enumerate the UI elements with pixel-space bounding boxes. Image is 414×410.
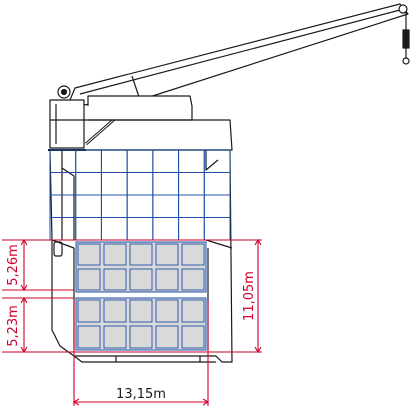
dim-arrow-width-right bbox=[202, 398, 210, 406]
deck-container-cell bbox=[152, 149, 180, 173]
deck-container-cell bbox=[126, 172, 154, 196]
hold-container-cell bbox=[77, 325, 101, 349]
dim-label-width: 13,15m bbox=[116, 387, 166, 402]
deck-container-cell bbox=[100, 194, 128, 218]
hold-container-cell bbox=[77, 268, 101, 291]
dim-arrow-total-top bbox=[254, 238, 262, 246]
hull-shoulder-left bbox=[51, 239, 75, 249]
hold-container-cell bbox=[129, 243, 153, 266]
hold-container-cell bbox=[155, 299, 179, 323]
hook-block bbox=[402, 29, 410, 49]
deck-container-cell bbox=[100, 172, 128, 196]
deck-container-cell bbox=[178, 149, 205, 173]
keel-bottom bbox=[73, 355, 216, 363]
hold-container-cell bbox=[103, 325, 127, 349]
deck-container-cell bbox=[178, 194, 205, 218]
hold-container-cell bbox=[155, 325, 179, 349]
deck-container-cell bbox=[49, 194, 77, 218]
hold-container-cell bbox=[155, 243, 179, 266]
deck-container-cell bbox=[75, 172, 102, 196]
deck-container-cell bbox=[100, 149, 128, 173]
hold-container-cell bbox=[181, 325, 205, 349]
dim-arrow-mid1 bbox=[20, 284, 28, 292]
dim-arrow-top bbox=[20, 238, 28, 246]
crane bbox=[48, 3, 410, 151]
hook-icon bbox=[402, 57, 410, 65]
deck-container-cell bbox=[203, 172, 231, 196]
side-hatch bbox=[53, 241, 63, 257]
dim-label-height-total: 11,05m bbox=[242, 271, 257, 321]
deck-container-cell bbox=[203, 194, 231, 218]
hold-container-grid bbox=[75, 241, 207, 351]
hold-container-cell bbox=[77, 243, 101, 266]
deck-container-cell bbox=[126, 149, 154, 173]
boom-pivot-center-icon bbox=[60, 88, 68, 96]
hold-container-cell bbox=[155, 268, 179, 291]
hold-container-cell bbox=[103, 299, 127, 323]
crane-boom-chord bbox=[79, 9, 401, 95]
deck-container-grid bbox=[49, 149, 231, 241]
ballast-side-right bbox=[205, 150, 219, 171]
deck-container-cell bbox=[75, 149, 102, 173]
deck-container-cell bbox=[152, 172, 180, 196]
crane-tip-pulley bbox=[398, 4, 408, 14]
hold-container-cell bbox=[129, 299, 153, 323]
deck-container-cell bbox=[152, 194, 180, 218]
hold-container-cell bbox=[77, 299, 101, 323]
dim-label-height-upper: 5,26m bbox=[6, 244, 21, 286]
deck-container-cell bbox=[126, 194, 154, 218]
hull-outline bbox=[49, 149, 233, 363]
dim-label-height-lower: 5,23m bbox=[6, 305, 21, 347]
dim-arrow-mid2 bbox=[20, 296, 28, 304]
deck-container-cell bbox=[152, 217, 180, 241]
dimension-lines bbox=[2, 238, 262, 406]
hold-container-cell bbox=[129, 325, 153, 349]
crane-pedestal bbox=[49, 99, 85, 149]
ballast-side-left bbox=[61, 167, 75, 240]
hold-container-cell bbox=[129, 268, 153, 291]
hold-container-cell bbox=[181, 243, 205, 266]
crane-boom bbox=[69, 3, 409, 107]
deck-container-cell bbox=[49, 217, 77, 241]
dim-arrow-bottom bbox=[20, 346, 28, 354]
deck-container-cell bbox=[100, 217, 128, 241]
deck-container-cell bbox=[203, 217, 231, 241]
hold-container-cell bbox=[181, 299, 205, 323]
hold-container-cell bbox=[103, 243, 127, 266]
deck-container-cell bbox=[49, 172, 77, 196]
deck-container-cell bbox=[178, 217, 205, 241]
hull-shoulder-right bbox=[205, 239, 233, 249]
deck-container-cell bbox=[178, 172, 205, 196]
deck-house bbox=[87, 95, 193, 121]
dim-arrow-width-left bbox=[72, 398, 80, 406]
hold-container-cell bbox=[181, 268, 205, 291]
deck-container-cell bbox=[75, 217, 102, 241]
hold-container-cell bbox=[103, 268, 127, 291]
deck-container-cell bbox=[126, 217, 154, 241]
deck-container-cell bbox=[75, 194, 102, 218]
dim-arrow-total-bottom bbox=[254, 346, 262, 354]
